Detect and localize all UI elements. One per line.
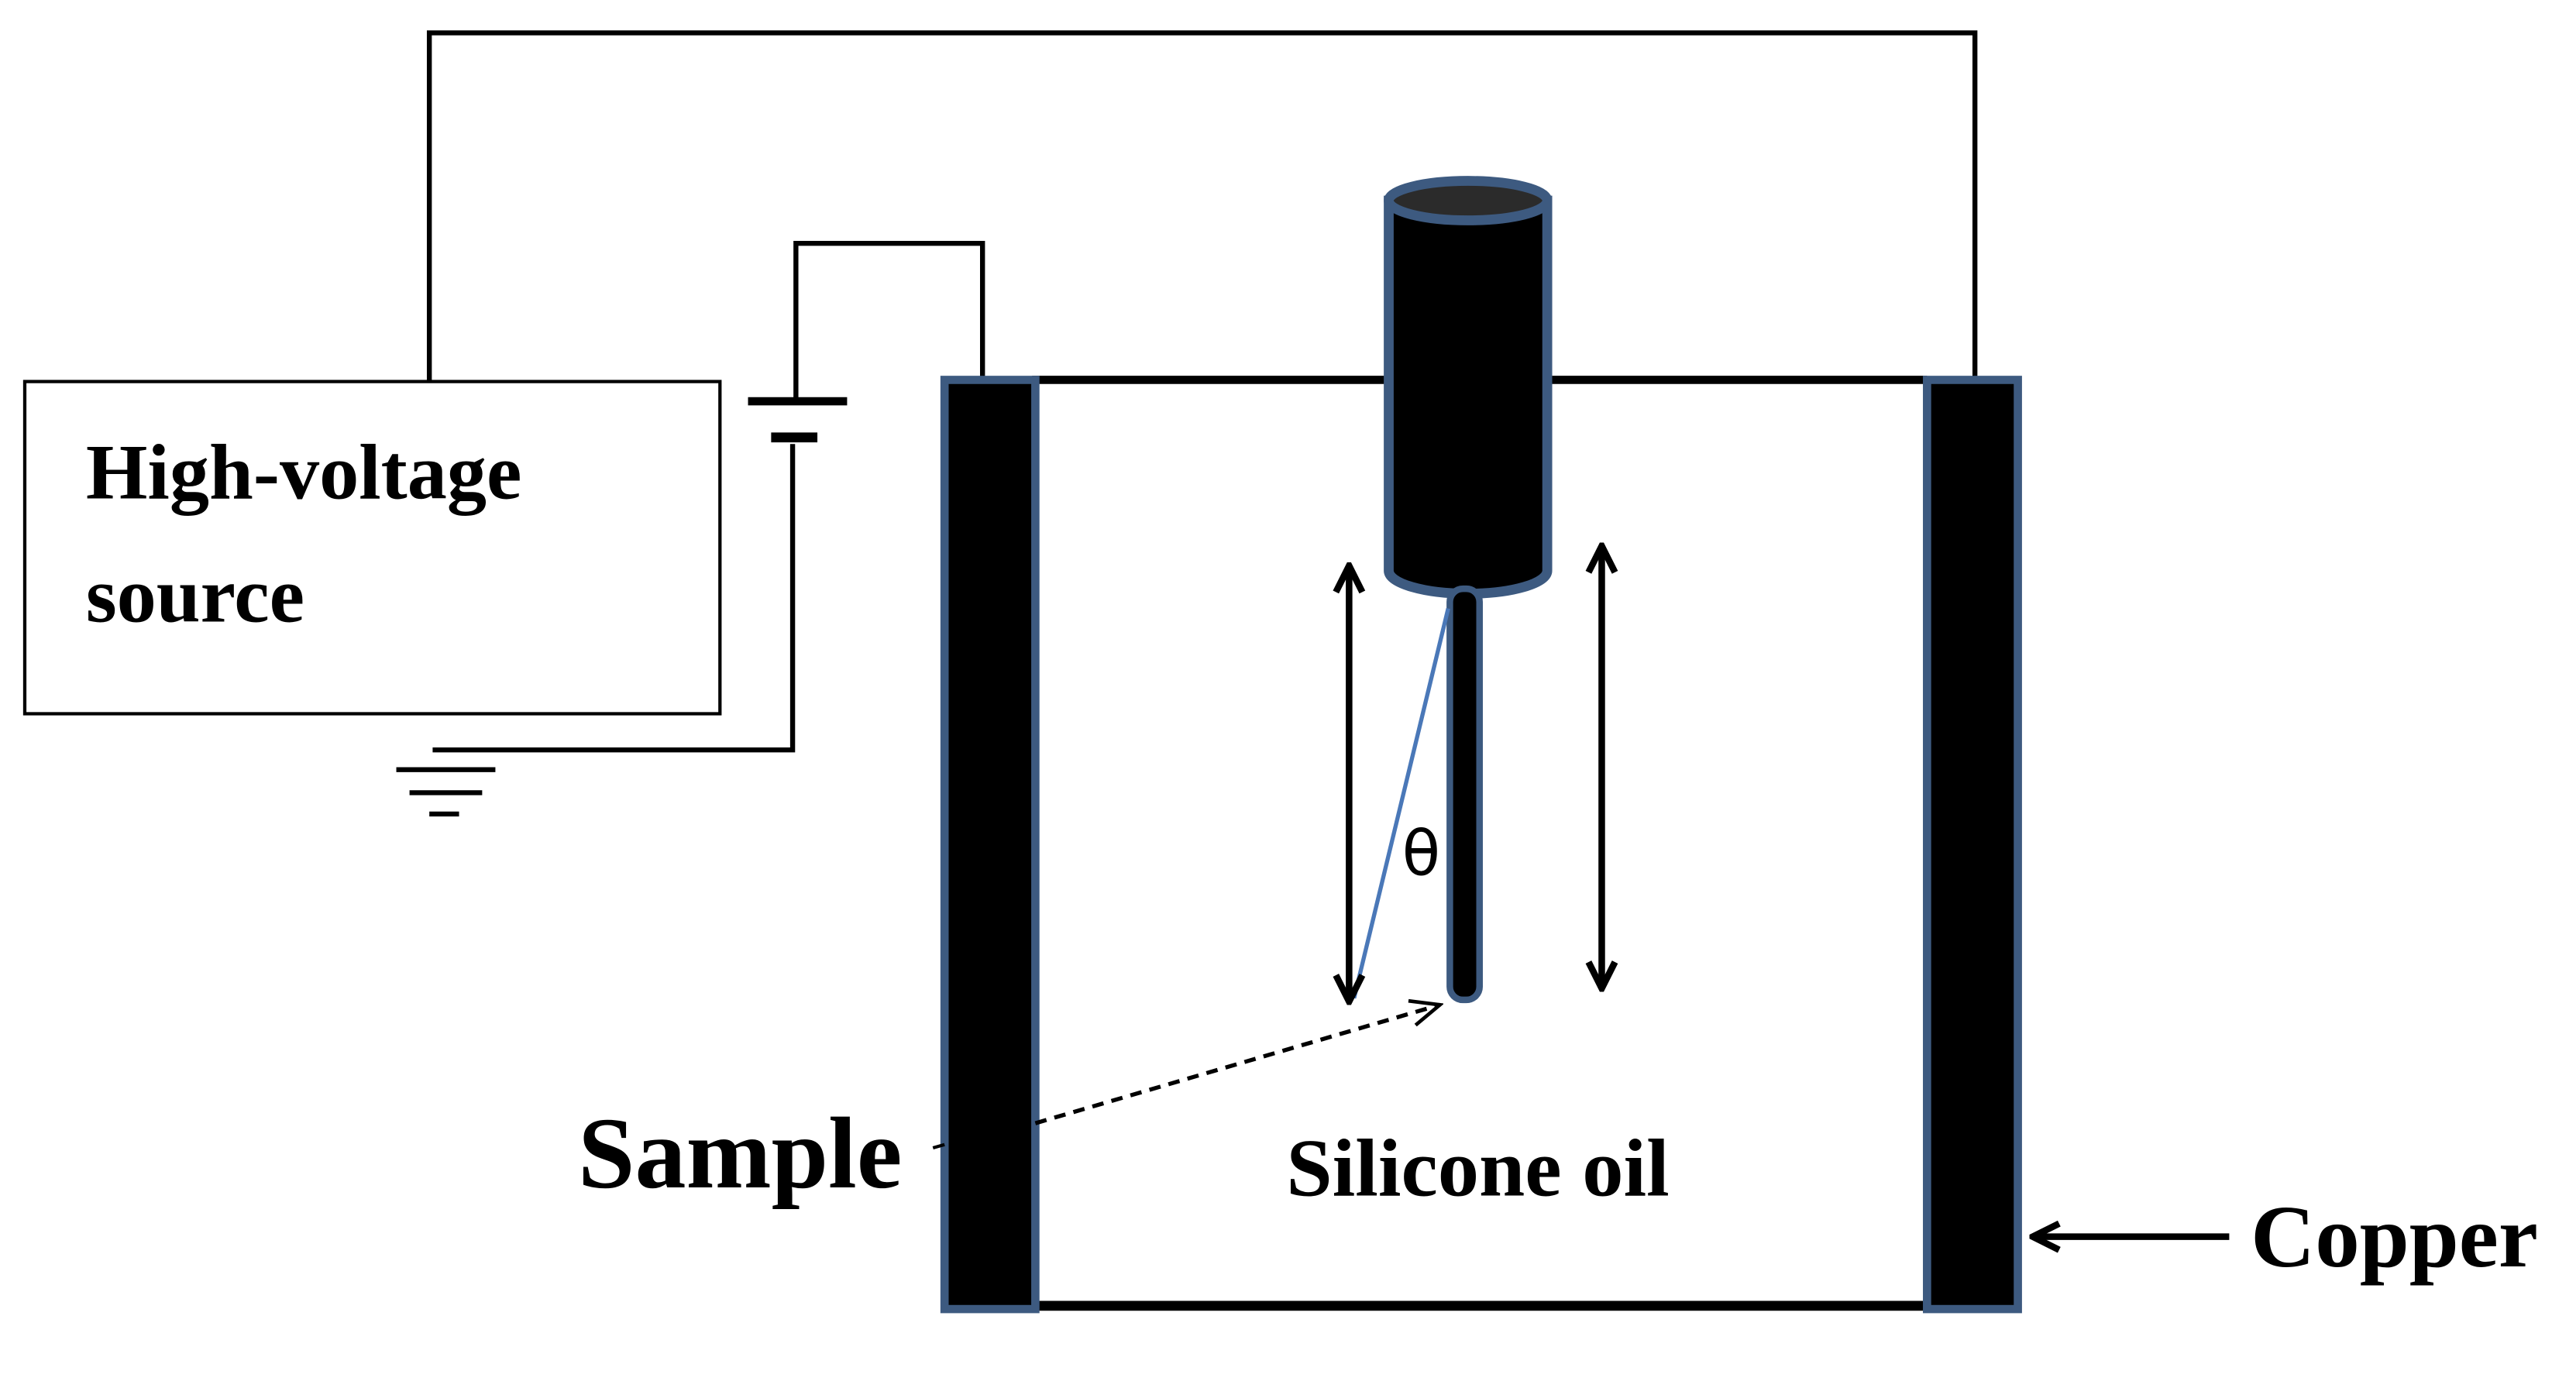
left-copper-electrode bbox=[940, 376, 1040, 1314]
angle-theta-label: θ bbox=[1402, 818, 1441, 891]
battery-wire-bottom bbox=[432, 444, 796, 753]
sample-holder-cylinder bbox=[1384, 176, 1553, 599]
top-wire bbox=[426, 30, 1978, 382]
sample-rod bbox=[1446, 585, 1484, 1004]
ground-icon bbox=[396, 767, 496, 817]
right-copper-electrode bbox=[1923, 376, 2022, 1314]
battery-wire-top bbox=[793, 241, 985, 402]
source-label-line2: source bbox=[86, 552, 304, 640]
source-label-line1: High-voltage bbox=[86, 429, 522, 517]
silicone-oil-label: Silicone oil bbox=[1286, 1123, 1669, 1214]
sample-label: Sample bbox=[578, 1096, 902, 1210]
copper-label: Copper bbox=[2251, 1187, 2538, 1286]
deflection-line bbox=[1352, 607, 1450, 999]
sample-pointer-arrow bbox=[1034, 1005, 1439, 1125]
high-voltage-source-box bbox=[22, 380, 722, 716]
sample-pointer-line bbox=[932, 1142, 945, 1150]
